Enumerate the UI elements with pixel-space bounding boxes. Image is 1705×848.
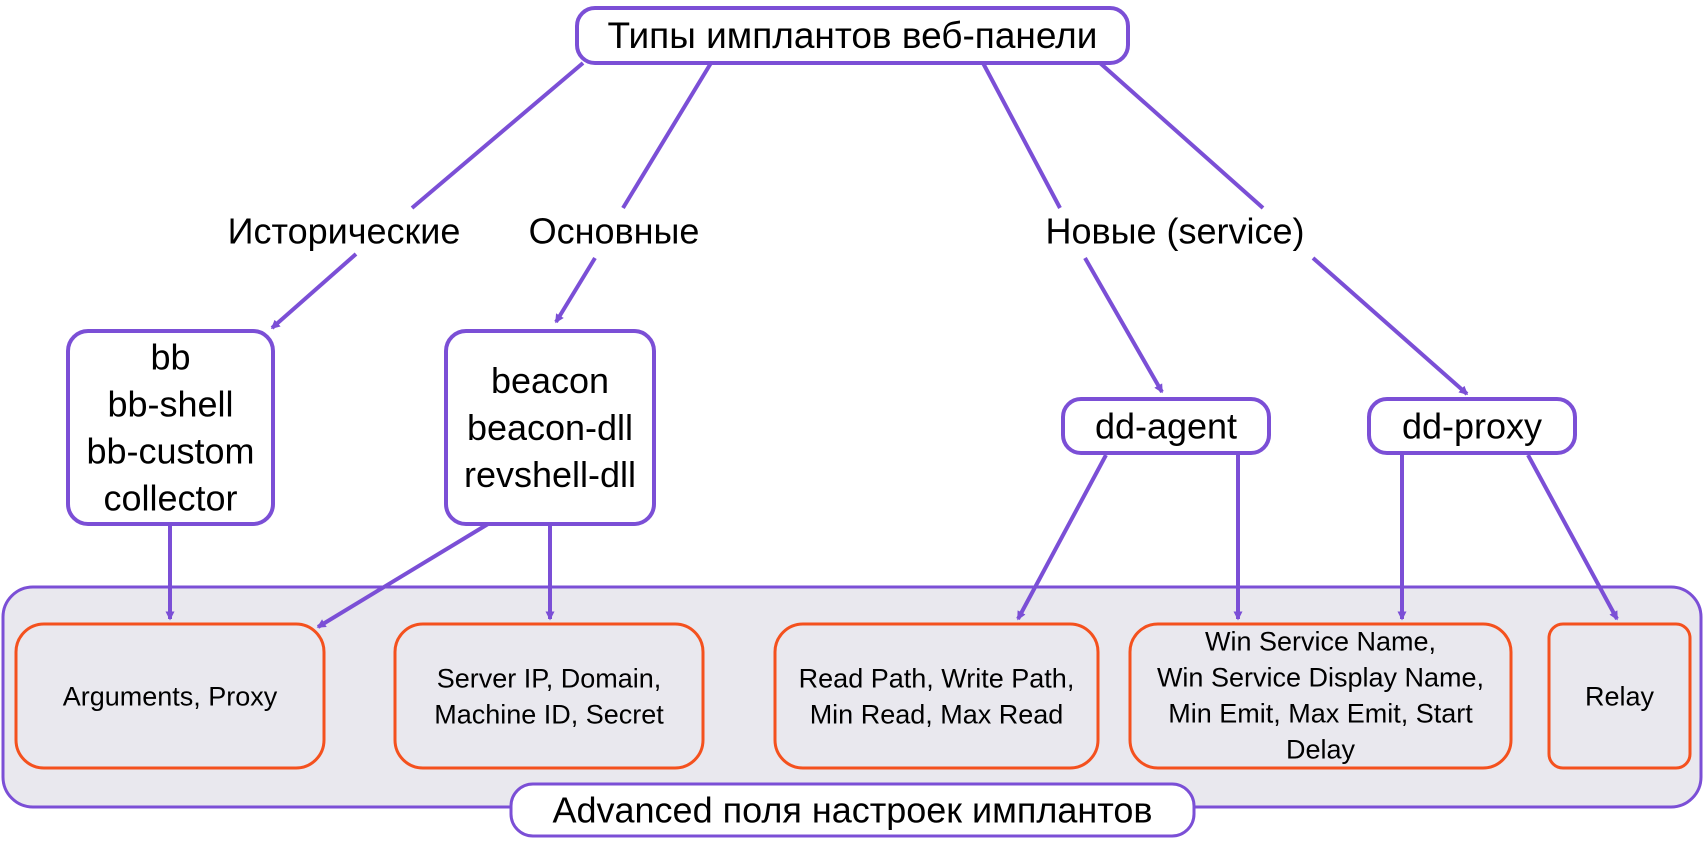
text-line: Min Emit, Max Emit, Start [1168,698,1473,728]
text-line: Win Service Display Name, [1157,662,1484,692]
field-box-relay [1547,622,1692,770]
text-line: Arguments, Proxy [63,681,278,711]
root-node-label: Типы имплантов веб-панели [608,15,1098,56]
connector-new-dd-agent [1083,257,1164,394]
panel-label: Advanced поля настроек имплантов [552,790,1152,831]
connector-dd-proxy-f5 [1526,454,1619,621]
root-node-box [575,6,1130,65]
connector-main-f1 [316,522,490,629]
text-line: bb [150,337,190,378]
text-line: dd-agent [1095,406,1237,447]
connector-historical-group [270,252,358,330]
text-line: revshell-dll [464,454,636,495]
panel-label-box [509,782,1196,838]
field-box-read-write [773,622,1100,770]
connector-root-new-agent [981,62,1062,209]
connector-root-main [621,61,713,210]
group-main-list: beacon beacon-dll revshell-dll [464,360,636,495]
text-line: Relay [1585,681,1655,711]
text-line: Server IP, Domain, [437,663,662,693]
text-line: bb-custom [86,431,254,472]
group-main-box [444,329,656,526]
group-historical-list: bb bb-shell bb-custom collector [86,337,254,519]
connector-new-dd-proxy [1311,256,1469,396]
text-line: Read Path, Write Path, [799,663,1075,693]
connectors [165,61,1619,629]
text-line: beacon-dll [467,407,633,448]
text-line: bb-shell [107,384,233,425]
dd-proxy-box [1367,397,1577,455]
field-text-server: Server IP, Domain, Machine ID, Secret [434,663,664,729]
text-line: beacon [491,360,609,401]
field-text-win-service: Win Service Name, Win Service Display Nam… [1157,626,1484,764]
field-box-win-service [1128,622,1513,770]
field-text-arguments-proxy: Arguments, Proxy [63,681,278,711]
connector-root-new-proxy [1098,61,1265,210]
text-line: Min Read, Max Read [810,699,1064,729]
text-line: Delay [1286,734,1356,764]
connector-main-group [554,256,597,324]
field-text-relay: Relay [1585,681,1655,711]
dd-agent-label: dd-agent [1095,406,1237,447]
connector-dd-agent-f3 [1016,454,1108,621]
category-main: Основные [529,211,700,252]
connector-root-historical [410,61,585,210]
field-box-server [393,622,705,770]
dd-agent-box [1061,397,1271,455]
field-box-arguments-proxy [14,622,326,770]
dd-proxy-label: dd-proxy [1402,406,1542,447]
text-line: collector [103,478,237,519]
text-line: Machine ID, Secret [434,699,664,729]
group-historical-box [66,329,275,526]
text-line: Win Service Name, [1205,626,1436,656]
category-new-service: Новые (service) [1045,211,1304,252]
field-text-read-write: Read Path, Write Path, Min Read, Max Read [799,663,1075,729]
category-historical: Исторические [228,211,461,252]
text-line: dd-proxy [1402,406,1542,447]
